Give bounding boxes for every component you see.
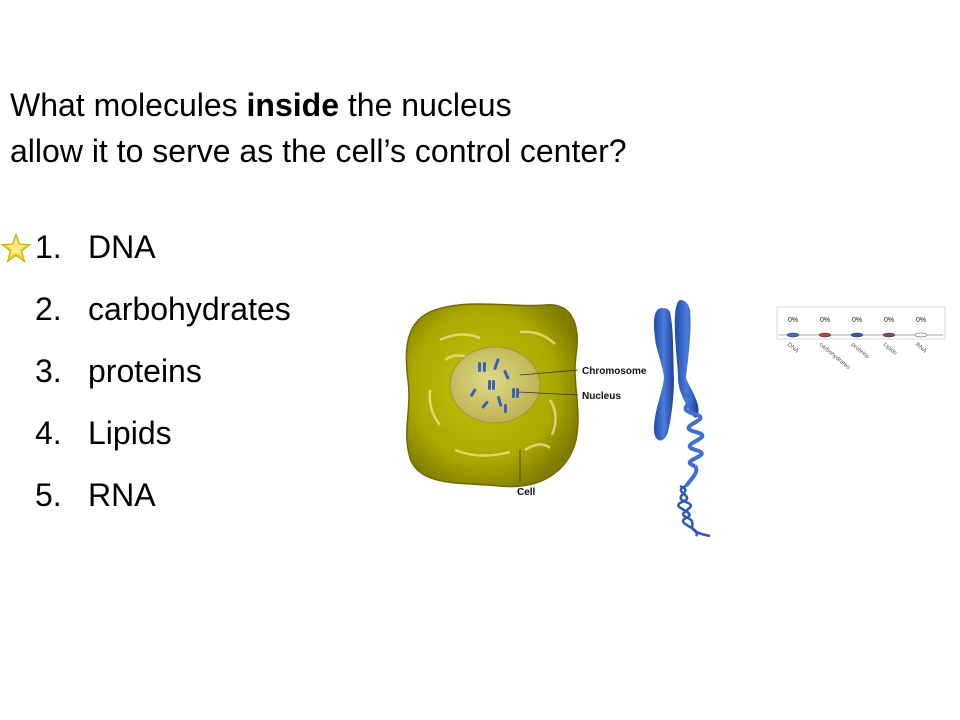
category-label: RNA	[914, 342, 928, 355]
value-label: 0%	[820, 317, 830, 324]
answer-number: 2.	[35, 291, 62, 327]
bar-cap	[914, 332, 928, 338]
question-line-2: allow it to serve as the cell’s control …	[10, 133, 627, 169]
bar-cap	[850, 332, 864, 338]
chromosome-illustration	[654, 300, 711, 538]
cell-label: Cell	[517, 487, 536, 498]
answer-label: carbohydrates	[88, 291, 291, 327]
value-label: 0%	[852, 317, 862, 324]
bar-cap	[882, 332, 896, 338]
answer-number: 5.	[35, 477, 62, 513]
chromosome-label: Chromosome	[582, 366, 647, 377]
bar-cap	[818, 332, 832, 338]
chromatin-coil	[683, 393, 705, 488]
dna-helix	[677, 484, 711, 538]
answer-label: DNA	[88, 229, 156, 265]
question-part-1: What molecules	[10, 87, 247, 123]
chromatid-left	[654, 308, 674, 441]
chart-frame	[776, 306, 946, 340]
answer-label: Lipids	[88, 415, 172, 451]
star-icon	[0, 232, 32, 263]
answer-number: 1.	[35, 229, 62, 265]
value-label: 0%	[884, 317, 894, 324]
question-line-1: What molecules inside the nucleus	[10, 82, 910, 128]
bar-cap	[786, 332, 800, 338]
category-label: carbohydrates	[818, 342, 851, 371]
value-label: 0%	[788, 317, 798, 324]
category-label: DNA	[786, 342, 800, 355]
answer-label: RNA	[88, 477, 156, 513]
answer-number: 3.	[35, 353, 62, 389]
question-emphasis: inside	[246, 87, 339, 123]
chromatid-right	[674, 300, 699, 418]
value-label: 0%	[916, 317, 926, 324]
answer-number: 4.	[35, 415, 62, 451]
category-label: Lipids	[882, 342, 898, 357]
chromosome-marks	[470, 358, 519, 413]
question-text: What molecules inside the nucleus allow …	[10, 82, 910, 174]
answer-label: proteins	[88, 353, 202, 389]
nucleus-label: Nucleus	[582, 391, 621, 402]
response-chart: 0% DNA 0% carbohydrates 0% proteins 0% Lipids 0%…	[776, 306, 946, 371]
cell-illustration: Chromosome Nucleus Cell	[405, 303, 647, 498]
category-label: proteins	[850, 342, 870, 360]
question-part-2: the nucleus	[339, 87, 512, 123]
